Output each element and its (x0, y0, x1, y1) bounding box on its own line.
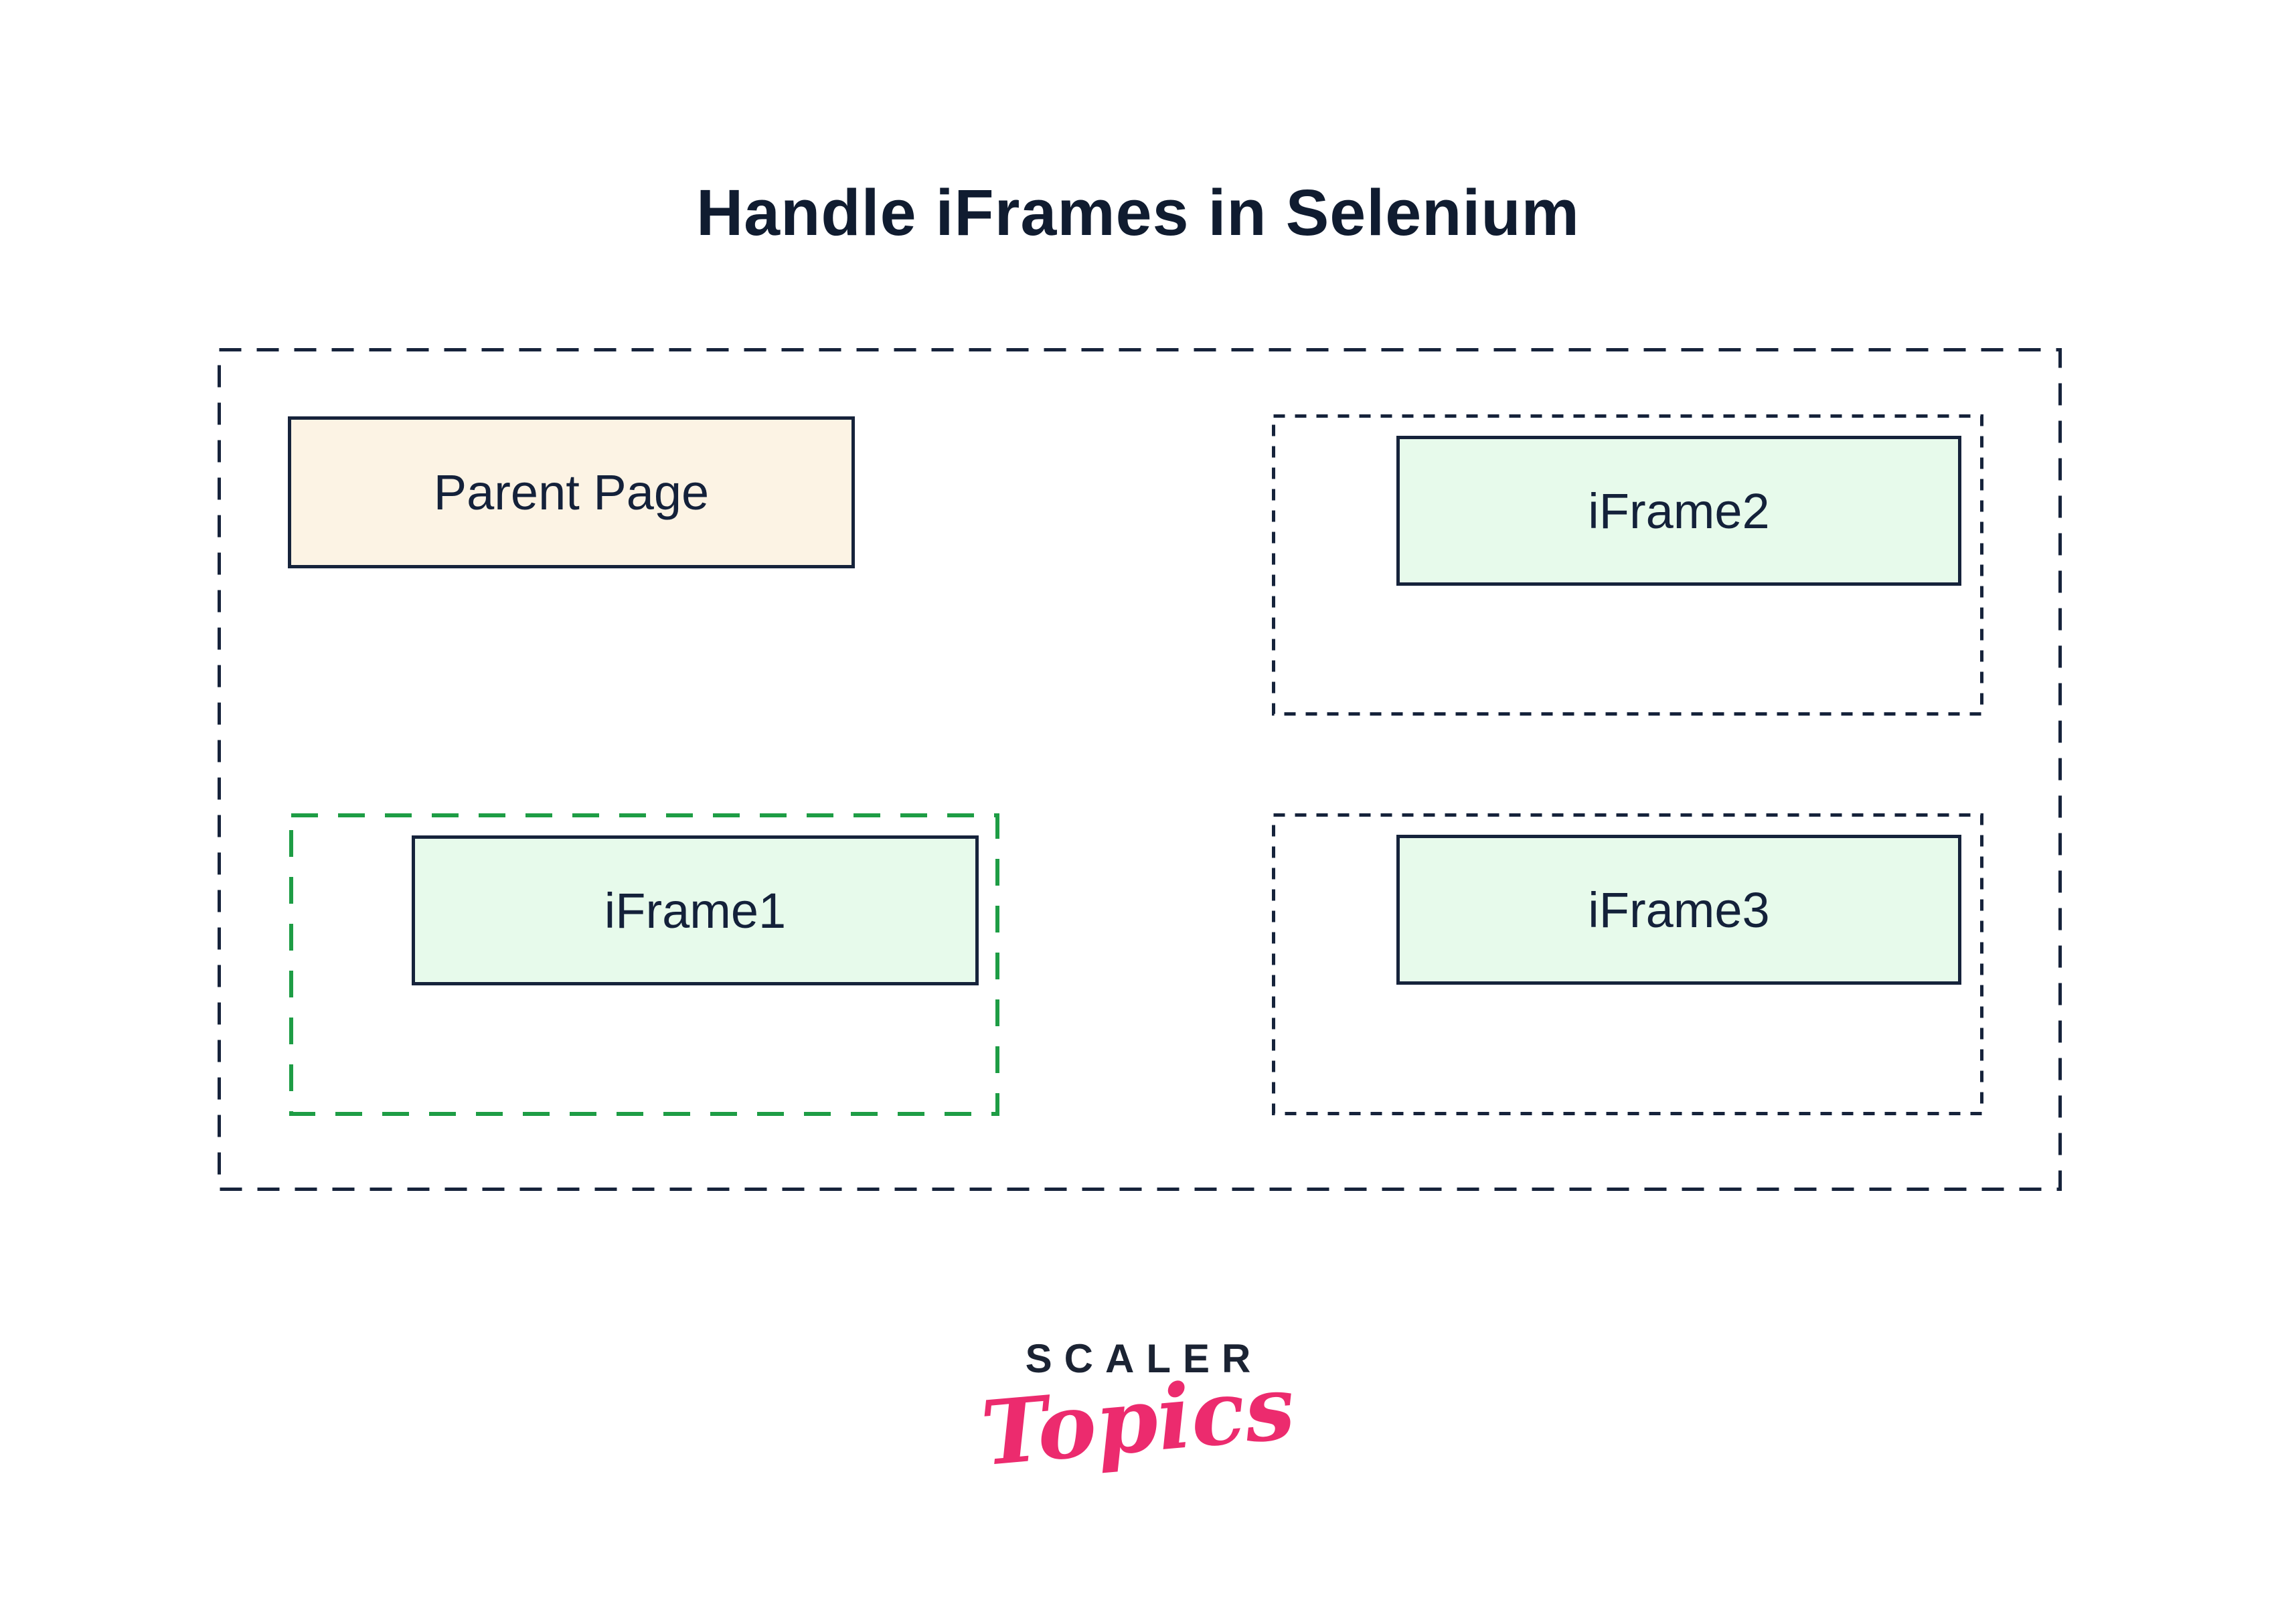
parent-page-label: Parent Page (433, 465, 710, 520)
iframe1-box: iFrame1 (412, 835, 979, 985)
iframe1-label: iFrame1 (604, 882, 787, 939)
iframe3-box: iFrame3 (1396, 835, 1961, 985)
parent-page-box: Parent Page (288, 416, 855, 568)
logo-brand-text: SCALER (1025, 1336, 1263, 1381)
page-title: Handle iFrames in Selenium (696, 176, 1580, 249)
iframe2-box: iFrame2 (1396, 436, 1961, 586)
iframe2-label: iFrame2 (1588, 483, 1770, 539)
iframe3-label: iFrame3 (1588, 882, 1770, 938)
scaler-topics-logo: SCALER Topics (937, 1335, 1339, 1486)
